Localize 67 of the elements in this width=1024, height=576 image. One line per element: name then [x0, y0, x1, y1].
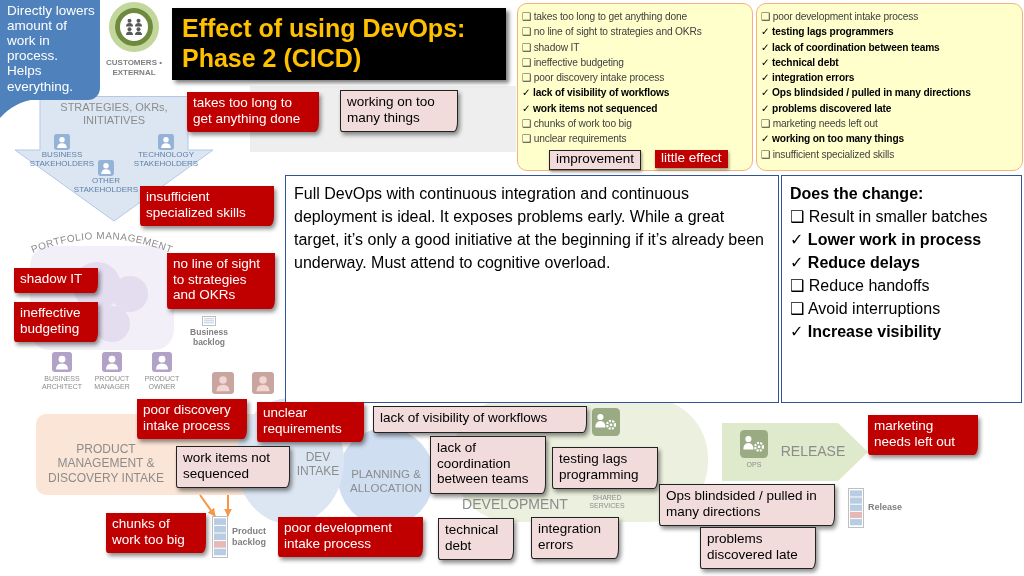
checklist-item: ❑ no line of sight to strategies and OKRs — [522, 25, 703, 40]
sticky-note: takes too long to get anything done — [187, 92, 319, 133]
stage-label: DEV INTAKE — [295, 450, 341, 479]
role-label: TECHNOLOGY STAKEHOLDERS — [132, 151, 200, 169]
sticky-note: shadow IT — [14, 268, 98, 293]
checklist-item: ❑ takes too long to get anything done — [522, 10, 688, 24]
checklist-item: ❑ Result in smaller batches — [790, 207, 989, 227]
checklist-item: ✓ technical debt — [761, 55, 840, 70]
sticky-note: insufficient specialized skills — [140, 186, 274, 227]
checklist-item: ❑ poor discovery intake process — [522, 71, 666, 86]
sticky-note: working on too many things — [340, 90, 458, 133]
checklist-item: ✓ integration errors — [761, 71, 856, 86]
arrow — [199, 494, 216, 517]
role-label: BUSINESS STAKEHOLDERS — [28, 151, 96, 169]
sticky-note: work items not sequenced — [176, 446, 290, 489]
sticky-note: problems discovered late — [700, 527, 816, 570]
checklist-item: ✓ lack of visibility of workflows — [522, 86, 671, 101]
sticky-note: technical debt — [438, 518, 514, 561]
sticky-note: lack of visibility of workflows — [373, 406, 587, 433]
checklist-item: ✓ problems discovered late — [761, 101, 893, 116]
checklist-item: ❑ Avoid interruptions — [790, 299, 942, 319]
arrow — [224, 494, 232, 517]
checklist-item: ❑ shadow IT — [522, 40, 581, 55]
backlog-label: Business backlog — [189, 327, 229, 348]
sticky-note: ineffective budgeting — [14, 302, 98, 343]
slide-title: Effect of using DevOps: Phase 2 (CICD) — [172, 8, 506, 80]
sticky-note: Ops blindsided / pulled in many directions — [659, 484, 835, 527]
checklist-panel — [756, 3, 1023, 171]
callout: Directly lowers amount of work in process. Helps everything. — [0, 0, 100, 100]
checklist-item: ❑ unclear requirements — [522, 132, 628, 147]
checklist-item: ✓ Increase visibility — [790, 322, 943, 342]
stage-label: CUSTOMERS • EXTERNAL — [105, 58, 163, 78]
checklist-item: ✓ work items not sequenced — [522, 101, 659, 116]
checklist-item: ❑ poor development intake process — [761, 10, 920, 24]
sticky-note: poor discovery intake process — [137, 399, 247, 440]
legend-tag: improvement — [549, 150, 642, 170]
backlog-label: Product backlog — [232, 526, 267, 548]
checklist-heading: Does the change: — [790, 184, 925, 204]
stage-label: PLANNING & ALLOCATION — [349, 468, 423, 496]
checklist-item: ❑ ineffective budgeting — [522, 55, 625, 70]
backlog-label: Release — [868, 502, 904, 513]
sticky-note: integration errors — [531, 517, 619, 560]
checklist-panel — [781, 175, 1022, 403]
sticky-note: poor development intake process — [278, 517, 423, 558]
stage-label: RELEASE — [779, 443, 847, 460]
stage-label: PRODUCT MANAGEMENT & DISCOVERY INTAKE — [46, 442, 165, 486]
checklist-item: ✓ Lower work in process — [790, 230, 983, 250]
description-box: Full DevOps with continuous integration and continuous deployment is ideal. It exposes problems early. While a great target, it’s only a good initiative at the beginning if it’s already been underway. Must attend to cognitive overload. — [285, 175, 779, 403]
stage-label: DEVELOPMENT — [461, 496, 569, 513]
checklist-item: ✓ testing lags programmers — [761, 25, 895, 40]
checklist-item: ❑ insufficient specialized skills — [761, 147, 896, 162]
legend-tag: little effect — [655, 150, 728, 168]
checklist-item: ❑ marketing needs left out — [761, 117, 879, 132]
checklist-item: ❑ chunks of work too big — [522, 117, 633, 132]
stage-label: STRATEGIES, OKRs, INITIATIVES — [59, 101, 169, 128]
role-label: OTHER STAKEHOLDERS — [72, 177, 140, 195]
checklist-item: ✓ lack of coordination between teams — [761, 40, 941, 55]
checklist-item: ✓ Ops blindsided / pulled in many directions — [761, 86, 972, 101]
sticky-note: lack of coordination between teams — [430, 436, 546, 494]
sticky-note: no line of sight to strategies and OKRs — [167, 253, 275, 309]
checklist-item: ✓ working on too many things — [761, 132, 905, 147]
sticky-note: chunks of work too big — [106, 513, 206, 554]
checklist-panel — [517, 3, 753, 171]
sticky-note: marketing needs left out — [868, 415, 978, 456]
checklist-item: ❑ Reduce handoffs — [790, 276, 931, 296]
checklist-item: ✓ Reduce delays — [790, 253, 921, 273]
sticky-note: unclear requirements — [257, 402, 364, 443]
